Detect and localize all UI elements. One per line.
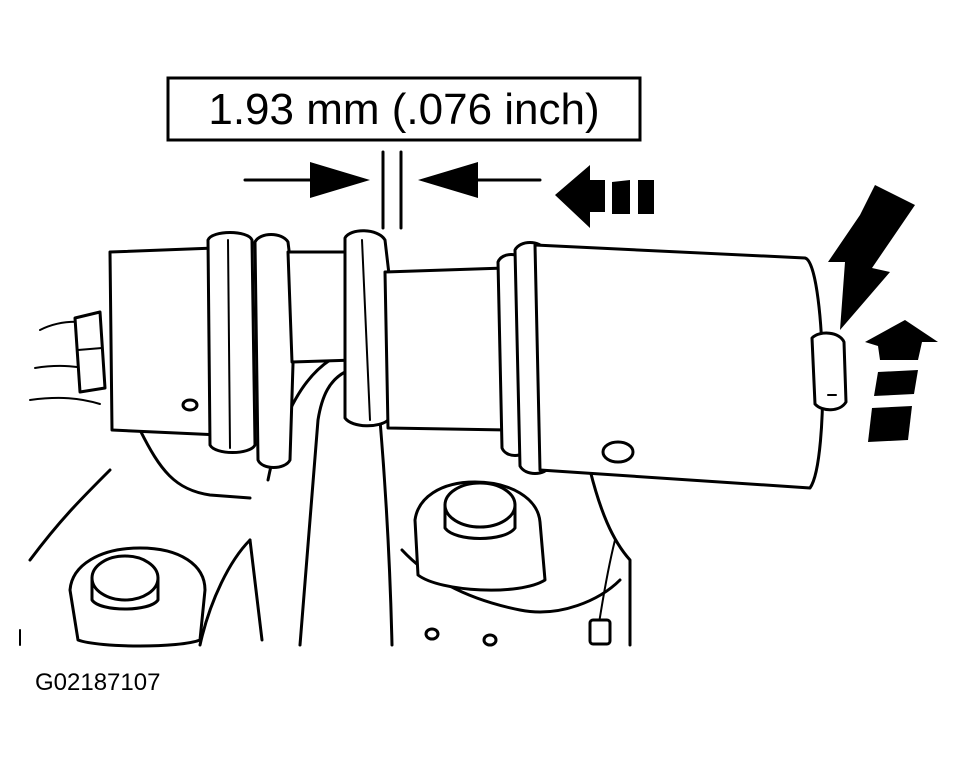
rotate-arrow-icon [865,320,938,442]
right-tool [383,241,848,490]
tool-end-nut [810,331,848,412]
tool-hole [601,440,635,464]
lower-left-bolt [68,546,207,648]
push-arrow-icon [555,165,654,228]
arm-eye [286,229,394,428]
dimension-label-box [166,76,642,142]
dimension-callout: 1.93 mm (.076 inch) [166,76,642,142]
dimension-arrows [243,150,542,230]
left-bushing [73,231,297,469]
press-arrow-icon [828,185,915,330]
right-dimension-arrowhead-icon [418,162,478,198]
tool-body [533,243,825,490]
left-sleeve [108,246,222,437]
left-flange [206,231,257,454]
middle-bolt [413,480,547,592]
dimension-label: 1.93 mm (.076 inch) [208,85,599,134]
left-nut [73,310,107,394]
left-dimension-arrowhead-icon [310,162,370,198]
figure-id: G02187107 [35,669,160,696]
wire-clip [588,618,612,646]
left-washer [253,233,297,469]
tool-shaft [383,266,510,432]
